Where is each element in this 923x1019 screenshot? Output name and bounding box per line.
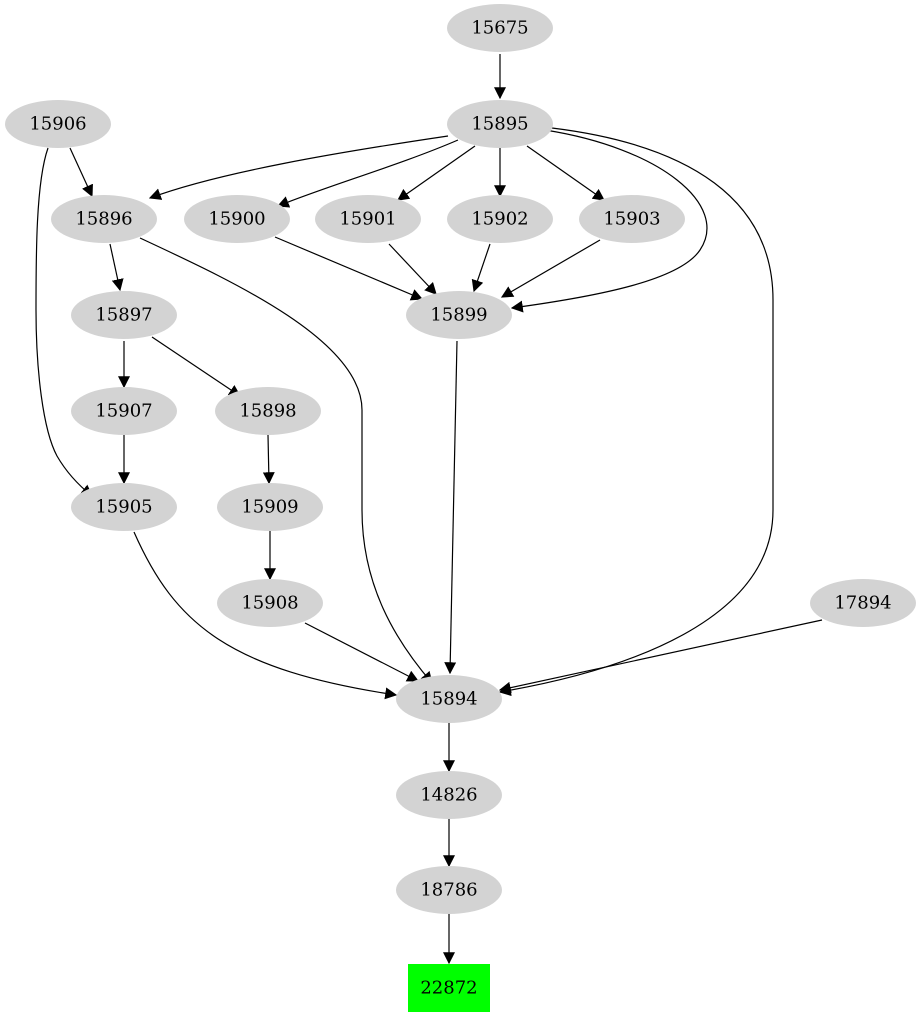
node-ellipse-15906 (5, 100, 111, 148)
node-ellipse-15905 (71, 483, 177, 531)
node-label-15903: 15903 (603, 209, 660, 230)
node-ellipse-15909 (217, 483, 323, 531)
node-label-15900: 15900 (208, 209, 265, 230)
edge-15896-to-15894 (139, 237, 433, 684)
node-18786: 18786 (396, 866, 502, 914)
node-15908: 15908 (217, 579, 323, 627)
node-15907: 15907 (71, 387, 177, 435)
node-17894: 17894 (810, 579, 916, 627)
edge-15908-to-15894 (304, 622, 420, 682)
edge-15901-to-15899 (388, 243, 437, 295)
edge-15897-to-15898 (151, 336, 241, 397)
node-ellipse-15899 (406, 291, 512, 339)
node-15905: 15905 (71, 483, 177, 531)
node-label-14826: 14826 (420, 785, 477, 806)
edge-15896-to-15897 (109, 243, 124, 292)
node-ellipse-15907 (71, 387, 177, 435)
node-ellipse-15897 (71, 291, 177, 339)
edge-15898-to-15909 (262, 434, 275, 485)
edge-15895-to-15894 (498, 127, 774, 697)
edge-15895-to-15899 (510, 129, 708, 313)
node-15899: 15899 (406, 291, 512, 339)
edge-15906-to-15896 (69, 147, 93, 198)
node-15896: 15896 (51, 195, 157, 243)
node-label-15898: 15898 (239, 401, 296, 422)
node-label-18786: 18786 (420, 880, 477, 901)
node-ellipse-14826 (396, 771, 502, 819)
edge-15895-to-15903 (526, 145, 605, 201)
node-label-15906: 15906 (29, 114, 86, 135)
node-label-15899: 15899 (430, 305, 487, 326)
node-ellipse-15898 (215, 387, 321, 435)
node-label-15897: 15897 (95, 305, 152, 326)
edge-15902-to-15899 (471, 243, 491, 293)
node-ellipse-15900 (184, 195, 290, 243)
node-15901: 15901 (315, 195, 421, 243)
node-15902: 15902 (447, 195, 553, 243)
node-15675: 15675 (447, 4, 553, 52)
node-15895: 15895 (447, 100, 553, 148)
node-22872: 22872 (408, 964, 490, 1012)
edge-15903-to-15899 (500, 239, 601, 298)
node-15898: 15898 (215, 387, 321, 435)
node-label-15675: 15675 (471, 18, 528, 39)
node-box-22872 (408, 964, 490, 1012)
node-ellipse-15903 (579, 195, 685, 243)
node-label-15901: 15901 (339, 209, 396, 230)
node-ellipse-15895 (447, 100, 553, 148)
node-ellipse-15894 (396, 675, 502, 723)
edge-15905-to-15894 (133, 531, 398, 700)
edge-17894-to-15894 (498, 619, 823, 694)
node-ellipse-15908 (217, 579, 323, 627)
node-label-15896: 15896 (75, 209, 132, 230)
node-ellipse-15896 (51, 195, 157, 243)
node-label-17894: 17894 (834, 593, 891, 614)
node-label-15908: 15908 (241, 593, 298, 614)
edge-15899-to-15894 (444, 340, 458, 675)
node-label-15909: 15909 (241, 497, 298, 518)
node-label-22872: 22872 (420, 978, 477, 999)
node-ellipse-15675 (447, 4, 553, 52)
node-label-15894: 15894 (420, 689, 477, 710)
node-ellipse-17894 (810, 579, 916, 627)
node-ellipse-15901 (315, 195, 421, 243)
edge-15906-to-15905 (35, 147, 93, 497)
node-label-15902: 15902 (471, 209, 528, 230)
edge-15900-to-15899 (274, 236, 424, 301)
node-15909: 15909 (217, 483, 323, 531)
node-label-15895: 15895 (471, 114, 528, 135)
node-ellipse-18786 (396, 866, 502, 914)
node-ellipse-15902 (447, 195, 553, 243)
edges-layer (35, 54, 823, 965)
node-14826: 14826 (396, 771, 502, 819)
node-15903: 15903 (579, 195, 685, 243)
node-label-15905: 15905 (95, 497, 152, 518)
edge-15895-to-15901 (397, 145, 476, 201)
node-15900: 15900 (184, 195, 290, 243)
edge-15895-to-15900 (276, 139, 459, 208)
node-15894: 15894 (396, 675, 502, 723)
node-label-15907: 15907 (95, 401, 152, 422)
node-15906: 15906 (5, 100, 111, 148)
node-15897: 15897 (71, 291, 177, 339)
edge-15895-to-15896 (148, 135, 449, 200)
nodes-layer: 15675 15906 15895 15896 15900 15901 15902 15903… (5, 4, 916, 1012)
